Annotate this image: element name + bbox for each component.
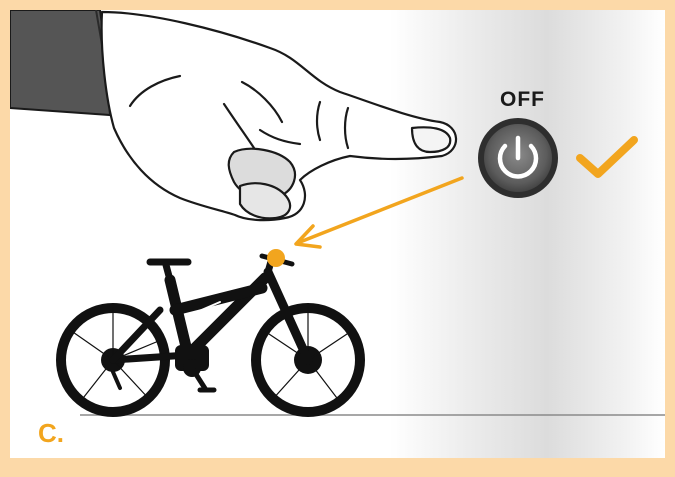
- power-button-icon: [478, 118, 558, 198]
- arrow-icon: [296, 178, 462, 247]
- sleeve: [10, 10, 110, 115]
- button-state-label: OFF: [500, 88, 545, 112]
- display-highlight: [267, 249, 285, 267]
- bicycle-icon: [61, 256, 360, 412]
- scene: [10, 10, 665, 458]
- hand-pointing-icon: [102, 12, 456, 220]
- step-label: C.: [38, 418, 64, 449]
- checkmark-icon: [580, 140, 634, 174]
- illustration-frame: OFF C.: [10, 10, 665, 458]
